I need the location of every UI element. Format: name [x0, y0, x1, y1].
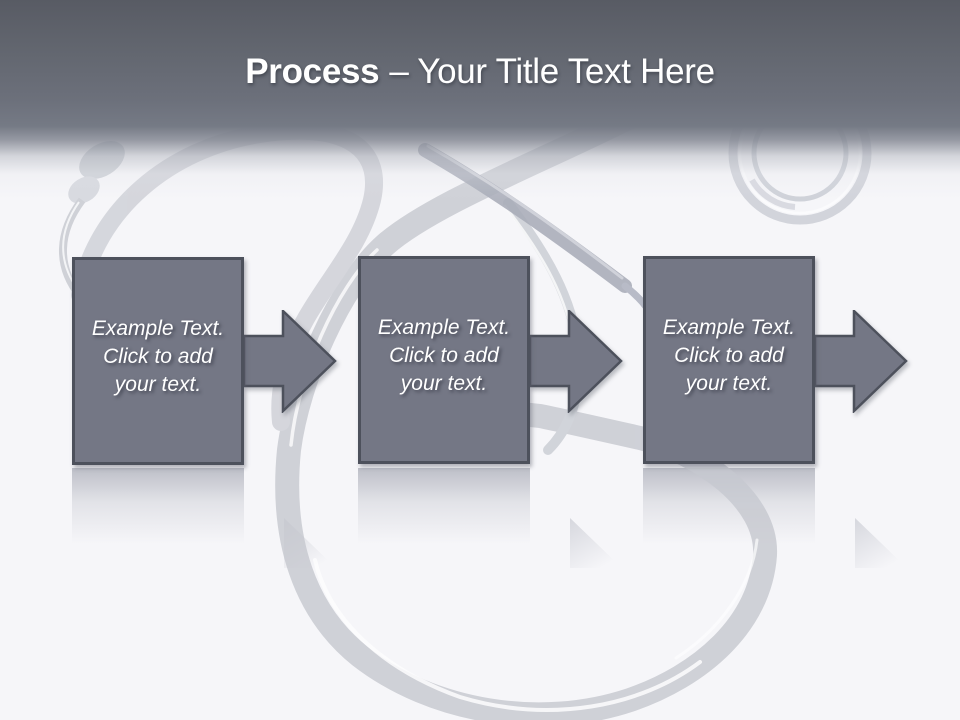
process-box-3[interactable]: Example Text. Click to add your text. — [643, 256, 815, 464]
process-box-3-text: Example Text. Click to add your text. — [663, 314, 795, 398]
slide-title-subtitle: – Your Title Text Here — [389, 52, 715, 91]
process-box-2[interactable]: Example Text. Click to add your text. — [358, 256, 530, 464]
process-box-1[interactable]: Example Text. Click to add your text. — [72, 257, 244, 465]
box-reflections — [72, 468, 907, 568]
text-line: Click to add — [674, 344, 784, 367]
process-box-1-text: Example Text. Click to add your text. — [92, 315, 224, 399]
text-line: Example Text. — [377, 316, 511, 339]
arrow-connector-2 — [529, 310, 623, 413]
text-line: Example Text. — [662, 316, 796, 339]
arrow-connector-3 — [814, 310, 908, 413]
text-line: Click to add — [389, 344, 499, 367]
arrow-right-icon — [529, 310, 623, 413]
text-line: your text. — [685, 372, 773, 395]
arrow-right-icon — [243, 310, 337, 413]
text-line: your text. — [114, 373, 202, 396]
text-line: Example Text. — [91, 317, 225, 340]
slide-title-keyword: Process — [245, 52, 380, 91]
arrow-right-icon — [814, 310, 908, 413]
process-box-2-text: Example Text. Click to add your text. — [378, 314, 510, 398]
stethoscope-chest-piece — [728, 81, 872, 225]
text-line: Click to add — [103, 345, 213, 368]
arrow-connector-1 — [243, 310, 337, 413]
slide-title: Process– Your Title Text Here — [14, 50, 946, 94]
text-line: your text. — [400, 372, 488, 395]
